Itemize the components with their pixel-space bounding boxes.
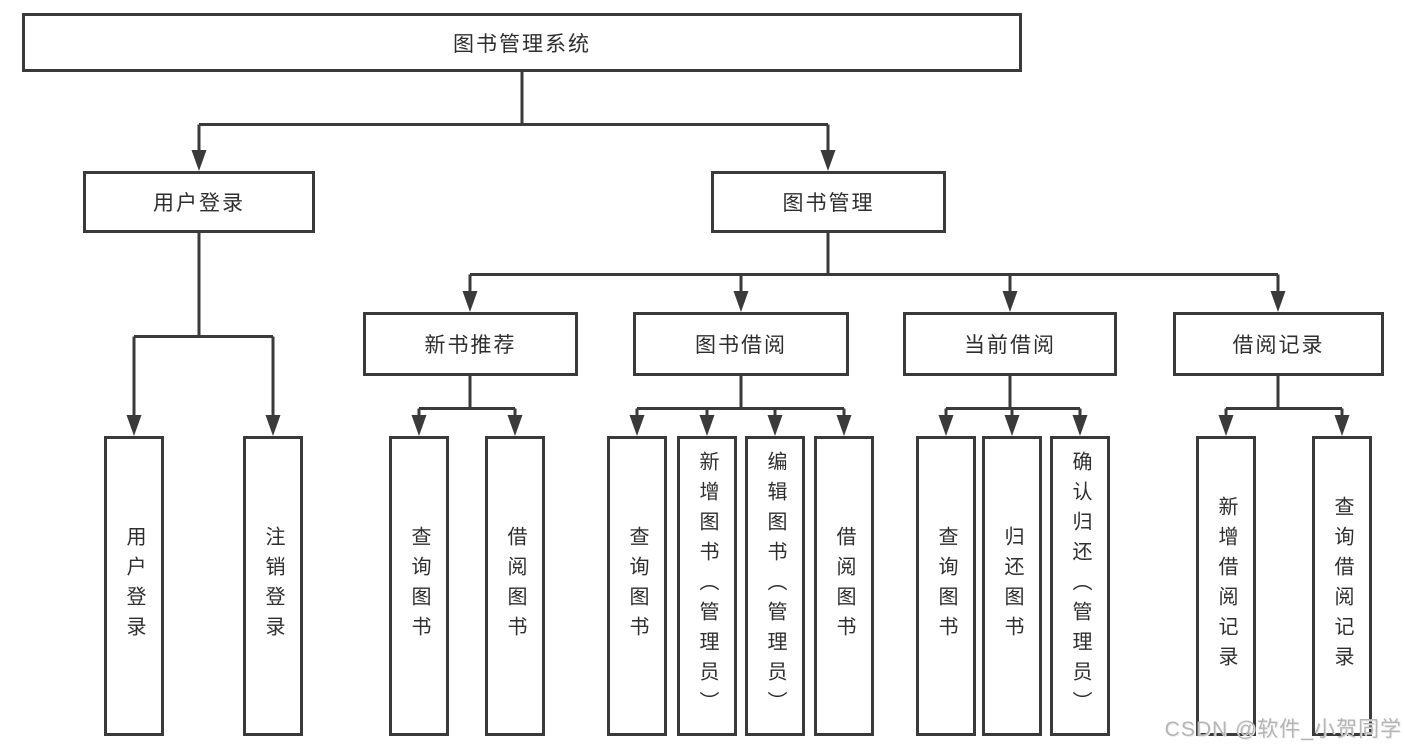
node-user-login: 用户登录 bbox=[83, 171, 315, 233]
node-new-book-recommend: 新书推荐 bbox=[363, 312, 578, 376]
leaf-logout: 注销登录 bbox=[243, 436, 303, 736]
connector-path bbox=[132, 72, 1344, 417]
leaf-borrow-books-1: 借阅图书 bbox=[485, 436, 545, 736]
leaf-return-books: 归还图书 bbox=[982, 436, 1042, 736]
leaf-confirm-return-admin: 确认归还（管理员） bbox=[1050, 436, 1110, 736]
arrowhead-icons bbox=[126, 150, 1350, 436]
leaf-query-books-1: 查询图书 bbox=[389, 436, 449, 736]
csdn-watermark: CSDN @软件_小贺同学 bbox=[1164, 718, 1402, 741]
node-borrow-records: 借阅记录 bbox=[1173, 312, 1384, 376]
leaf-query-borrow-record: 查询借阅记录 bbox=[1312, 436, 1372, 736]
leaf-query-books-2: 查询图书 bbox=[607, 436, 667, 736]
node-root-system: 图书管理系统 bbox=[22, 13, 1022, 72]
leaf-borrow-books-2: 借阅图书 bbox=[814, 436, 874, 736]
leaf-edit-books-admin: 编辑图书（管理员） bbox=[745, 436, 805, 736]
node-book-management: 图书管理 bbox=[711, 171, 946, 233]
leaf-add-books-admin: 新增图书（管理员） bbox=[677, 436, 737, 736]
node-current-borrow: 当前借阅 bbox=[903, 312, 1117, 376]
node-book-borrow: 图书借阅 bbox=[633, 312, 849, 376]
leaf-user-login: 用户登录 bbox=[104, 436, 164, 736]
leaf-query-books-3: 查询图书 bbox=[916, 436, 976, 736]
leaf-add-borrow-record: 新增借阅记录 bbox=[1196, 436, 1256, 736]
